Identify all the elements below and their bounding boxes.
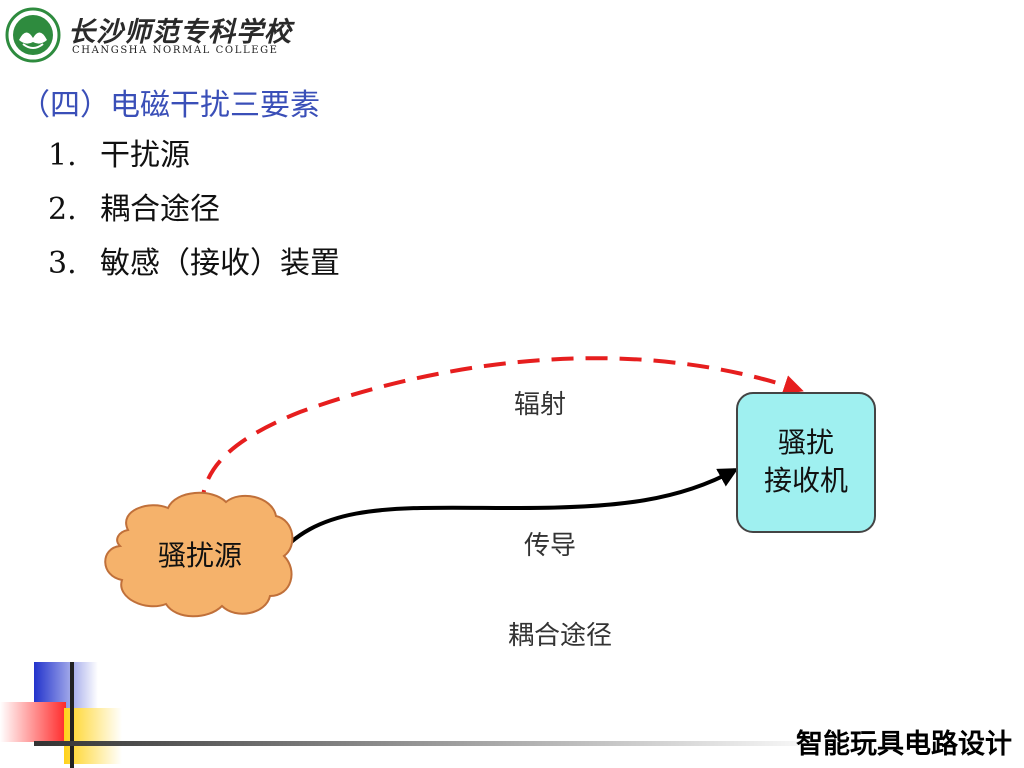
- list-item: 3. 敏感（接收）装置: [48, 242, 340, 296]
- list-item-number: 2.: [48, 192, 77, 227]
- receiver-label-line2: 接收机: [764, 464, 848, 497]
- college-emblem-icon: [5, 7, 61, 63]
- list-item-text: 干扰源: [100, 138, 190, 173]
- radiation-arrow: [199, 356, 804, 513]
- list-item-text: 敏感（接收）装置: [100, 246, 340, 281]
- list-item: 2. 耦合途径: [48, 188, 340, 242]
- slide-heading: （四）电磁干扰三要素: [20, 88, 320, 123]
- list-item-number: 3.: [48, 246, 77, 281]
- school-name-cn: 长沙师范专科学校: [68, 17, 292, 48]
- list-item-number: 1.: [48, 138, 77, 173]
- factor-list: 1. 干扰源 2. 耦合途径 3. 敏感（接收）装置: [48, 134, 340, 296]
- list-item-text: 耦合途径: [100, 192, 220, 227]
- noise-source-cloud: [104, 491, 294, 618]
- receiver-label-line1: 骚扰: [778, 426, 834, 459]
- list-item: 1. 干扰源: [48, 134, 340, 188]
- course-title: 智能玩具电路设计: [796, 729, 1012, 760]
- noise-source-label: 骚扰源: [158, 539, 242, 572]
- radiation-label: 辐射: [514, 390, 566, 420]
- coupling-path-label: 耦合途径: [508, 621, 612, 651]
- receiver-box: [736, 392, 876, 533]
- college-logo: 长沙师范专科学校 CHANGSHA NORMAL COLLEGE: [4, 4, 304, 63]
- conduction-arrow: [272, 468, 739, 562]
- conduction-label: 传导: [524, 531, 576, 561]
- school-name-en: CHANGSHA NORMAL COLLEGE: [72, 45, 279, 56]
